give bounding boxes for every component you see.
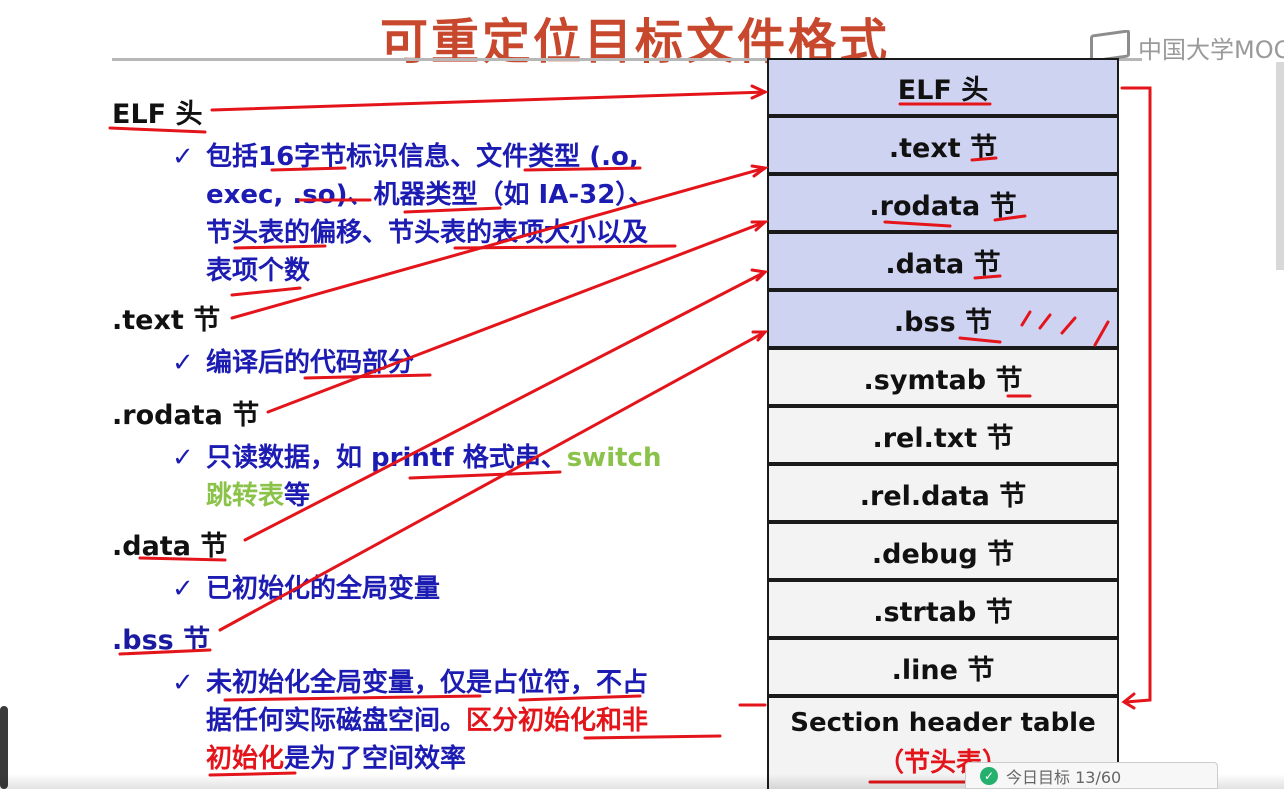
bullet-line: 已初始化的全局变量 xyxy=(206,574,441,604)
bullet-line: exec, .so)、机器类型（如 IA-32）、 xyxy=(206,180,655,210)
bullet-line: 表项个数 xyxy=(206,256,311,286)
heading-bss: .bss 节 xyxy=(112,618,211,656)
cell-rel-txt: .rel.txt 节 xyxy=(767,406,1119,464)
cell-bss: .bss 节 xyxy=(767,290,1119,348)
bullet-line: 包括16字节标识信息、文件类型 (.o, xyxy=(206,142,639,172)
heading-bss-label: .bss 节 xyxy=(112,625,211,656)
bullet-elf-header: ✓ 包括16字节标识信息、文件类型 (.o, exec, .so)、机器类型（如 … xyxy=(172,138,752,290)
check-circle-icon: ✓ xyxy=(980,766,998,785)
watermark-text: 中国大学MOOC xyxy=(1138,36,1284,64)
title-divider xyxy=(112,58,1142,61)
bullet-line: 节头表的偏移、节头表的表项大小以及 xyxy=(206,218,649,248)
left-scroll-handle[interactable] xyxy=(0,706,8,789)
switch-keyword: switch xyxy=(566,443,662,473)
heading-elf-header: ELF 头 xyxy=(112,99,203,130)
checkmark-icon: ✓ xyxy=(172,574,194,604)
cell-elf-header: ELF 头 xyxy=(767,58,1119,116)
bottom-shade xyxy=(0,774,1284,789)
bullet-line: 编译后的代码部分 xyxy=(206,348,415,378)
bullet-text: ✓ 编译后的代码部分 xyxy=(172,344,752,382)
cell-rel-data: .rel.data 节 xyxy=(767,464,1119,522)
right-scroll-handle[interactable] xyxy=(1276,62,1284,270)
daily-goal-toast[interactable]: ✓ 今日目标 13/60 xyxy=(965,762,1218,789)
cell-symtab: .symtab 节 xyxy=(767,348,1119,406)
cell-line: .line 节 xyxy=(767,638,1119,696)
section-header-table-label: Section header table xyxy=(790,708,1096,738)
checkmark-icon: ✓ xyxy=(172,142,194,172)
cell-rodata: .rodata 节 xyxy=(767,174,1119,232)
bracket-right xyxy=(1120,86,1152,704)
emphasis-red: 区分初始化和非 xyxy=(466,706,649,736)
bullet-line: 据任何实际磁盘空间。 xyxy=(206,706,467,736)
emphasis-red: 初始化 xyxy=(206,744,285,774)
jump-table-keyword: 跳转表 xyxy=(206,481,285,511)
bullet-line: 未初始化全局变量，仅是占位符，不占 xyxy=(206,668,649,698)
bullet-line-tail: 等 xyxy=(284,481,311,511)
toast-text: 今日目标 13/60 xyxy=(1006,767,1122,787)
slide-title: 可重定位目标文件格式 xyxy=(380,14,891,70)
heading-data: .data 节 xyxy=(112,531,228,562)
watermark: 中国大学MOOC xyxy=(1090,30,1284,66)
checkmark-icon: ✓ xyxy=(172,348,194,378)
heading-rodata: .rodata 节 xyxy=(112,400,260,431)
cell-debug: .debug 节 xyxy=(767,522,1119,580)
bullet-rodata: ✓ 只读数据，如 printf 格式串、switch 跳转表等 xyxy=(172,439,752,515)
bullet-bss: ✓ 未初始化全局变量，仅是占位符，不占 据任何实际磁盘空间。区分初始化和非 初始化… xyxy=(172,664,752,778)
cell-data: .data 节 xyxy=(767,232,1119,290)
arrow-elf-header xyxy=(210,90,767,112)
bullet-data: ✓ 已初始化的全局变量 xyxy=(172,570,752,608)
checkmark-icon: ✓ xyxy=(172,443,194,473)
heading-text: .text 节 xyxy=(112,305,221,336)
bullet-line: 只读数据，如 printf 格式串、 xyxy=(206,443,567,473)
cell-text: .text 节 xyxy=(767,116,1119,174)
bullet-line-tail: 是为了空间效率 xyxy=(284,744,467,774)
cell-strtab: .strtab 节 xyxy=(767,580,1119,638)
checkmark-icon: ✓ xyxy=(172,668,194,698)
